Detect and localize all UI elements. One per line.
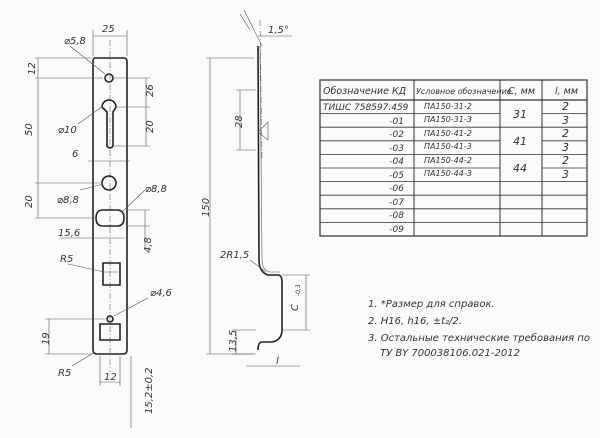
side-view: 1,5° 150 28 2R1,5 C -0,3 13,5 l <box>201 9 310 367</box>
table-cell-l-4: 2 <box>562 154 569 167</box>
spec-table: Обозначение КД Условное обозначение C, м… <box>319 79 588 237</box>
hole-top <box>104 73 114 83</box>
table-cell-kd-2: -02 <box>389 130 404 140</box>
table-cell-cond-3: ПА150-41-3 <box>424 142 472 151</box>
dim-span-50: 50 <box>24 123 35 136</box>
note-2: 2. H16, h16, ±t₂/2. <box>368 316 462 327</box>
col-header-kd: Обозначение КД <box>323 86 406 97</box>
dim-keyhole: ⌀10 <box>58 125 77 136</box>
dim-20a: 20 <box>145 120 156 133</box>
table-cell-kd-5: -05 <box>389 171 404 181</box>
table-cell-kd-4: -04 <box>389 157 404 167</box>
dim-26: 26 <box>145 84 156 97</box>
dim-13-5: 13,5 <box>228 330 239 352</box>
dim-20b: 20 <box>24 195 35 208</box>
notes: 1. *Размер для справок. 2. H16, h16, ±t₂… <box>368 299 590 359</box>
bottom-window <box>99 323 121 341</box>
table-cell-cond-2: ПА150-41-2 <box>424 129 472 138</box>
dim-l: l <box>276 356 279 367</box>
dim-radius-bottom: R5 <box>58 368 71 379</box>
table-cell-c-1: 41 <box>513 135 527 148</box>
hole-mid <box>101 175 117 191</box>
note-3: 3. Остальные технические требования по <box>368 332 590 344</box>
dim-radius-top: R5 <box>60 254 73 265</box>
dim-hole-low: ⌀4,6 <box>150 288 172 299</box>
dim-length: 150 <box>201 198 212 217</box>
front-view: 25 ⌀5,8 12 50 20 ⌀10 26 20 6 ⌀8,8 ⌀8 <box>24 24 172 428</box>
dim-angle: 1,5° <box>268 25 289 36</box>
col-header-l: l, мм <box>555 86 578 97</box>
dim-c-tol: -0,3 <box>295 284 302 296</box>
table-cell-cond-5: ПА150-44-3 <box>424 169 472 178</box>
dim-width: 25 <box>102 24 115 35</box>
table-frame <box>319 79 588 237</box>
oval-slot <box>95 209 125 227</box>
dim-slot-6: 6 <box>72 149 78 160</box>
table-cell-l-1: 3 <box>562 114 569 127</box>
table-cell-l-0: 2 <box>562 100 569 113</box>
dim-19: 19 <box>41 332 52 345</box>
dim-28: 28 <box>234 115 245 128</box>
dim-top-offset: 12 <box>27 62 38 75</box>
table-cell-kd-9: -09 <box>389 225 404 235</box>
dim-oval-dia: ⌀8,8 <box>145 184 167 195</box>
table-cell-l-3: 3 <box>562 141 569 154</box>
table-cell-c-0: 31 <box>513 108 527 121</box>
side-profile <box>257 45 283 351</box>
table-cell-c-2: 44 <box>513 162 527 175</box>
table-cell-kd-1: -01 <box>389 117 404 127</box>
table-cell-cond-1: ПА150-31-3 <box>424 115 472 124</box>
table-cell-cond-4: ПА150-44-2 <box>424 156 472 165</box>
table-cell-kd-3: -03 <box>389 144 404 154</box>
dim-hole-mid: ⌀8,8 <box>57 195 79 206</box>
dim-12: 12 <box>104 372 117 383</box>
col-header-cond: Условное обозначение <box>416 87 512 96</box>
col-header-c: C, мм <box>508 86 535 97</box>
table-cell-kd-8: -08 <box>389 211 404 221</box>
note-3-cont: ТУ BY 700038106.021-2012 <box>380 348 520 359</box>
table-cell-kd-0: ТИШС 758597.459 <box>323 103 409 113</box>
keyhole-slot <box>101 99 117 149</box>
dim-hole-top: ⌀5,8 <box>64 36 86 47</box>
table-cell-kd-7: -07 <box>389 198 404 208</box>
table-cell-l-5: 3 <box>562 168 569 181</box>
rect-window <box>102 262 121 286</box>
dim-c: C <box>290 304 301 311</box>
note-1: 1. *Размер для справок. <box>368 299 495 310</box>
dim-oval-len: 15,6 <box>58 228 80 239</box>
dim-oval-w: 4,8 <box>143 237 154 253</box>
hole-low <box>106 315 114 323</box>
dim-bend-radius: 2R1,5 <box>220 250 249 261</box>
table-cell-cond-0: ПА150-31-2 <box>424 102 472 111</box>
table-cell-l-2: 2 <box>562 127 569 140</box>
dim-thickness: 15,2±0,2 <box>144 367 155 414</box>
plate-outline <box>92 57 128 355</box>
table-cell-kd-6: -06 <box>389 184 404 194</box>
